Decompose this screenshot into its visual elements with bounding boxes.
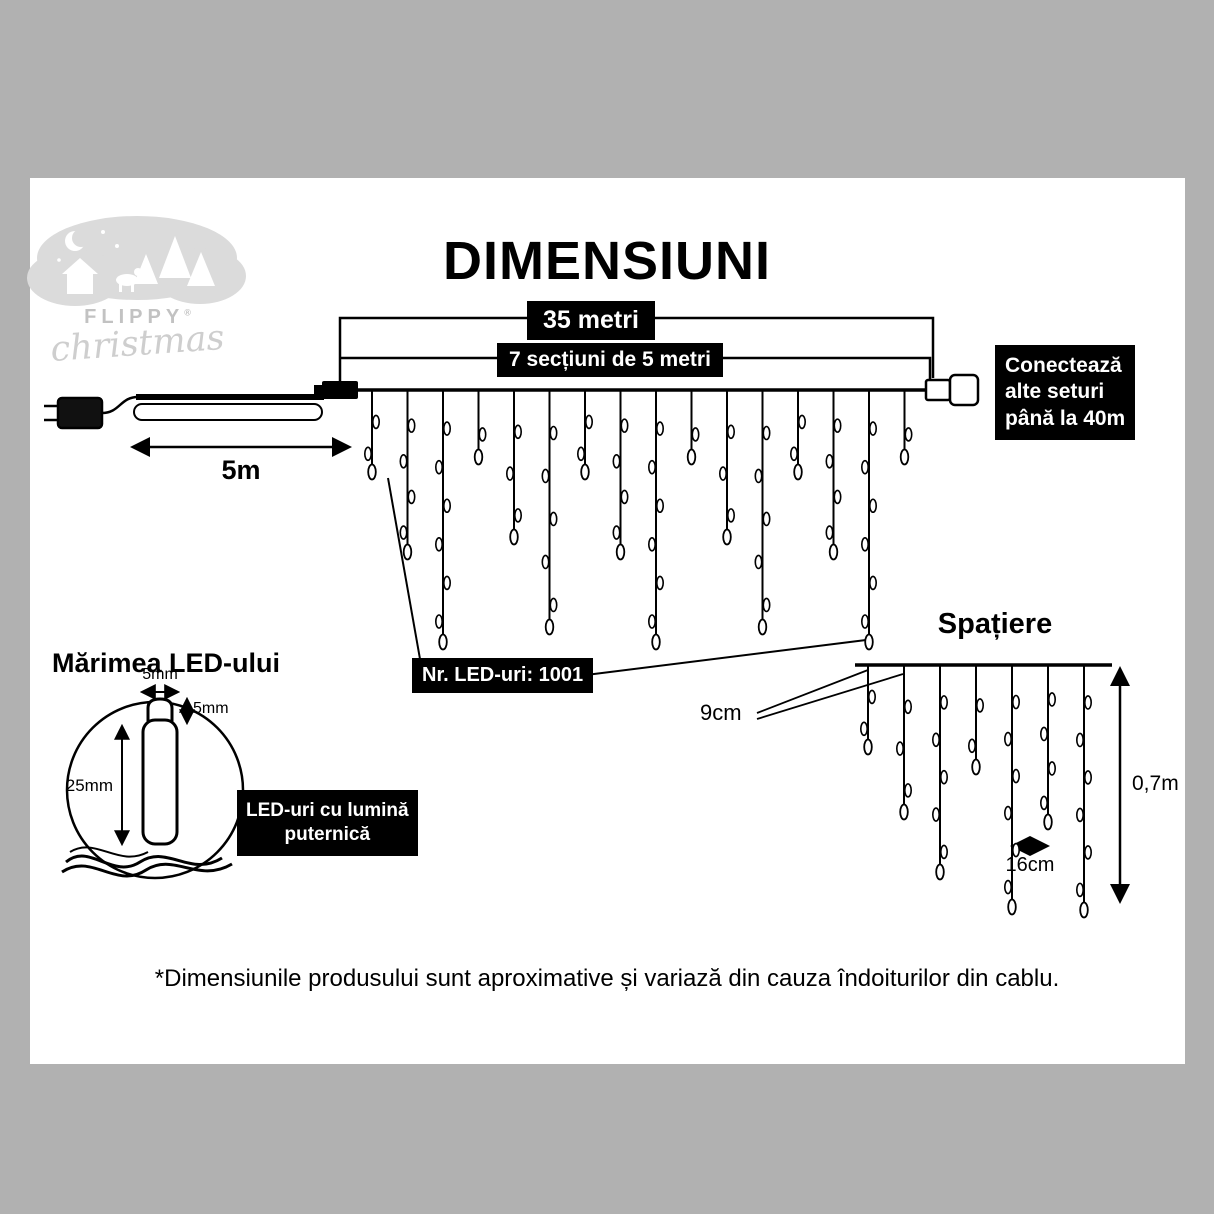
power-adapter [44, 394, 324, 430]
led-brightness-line: puternică [284, 823, 371, 845]
led-size-diagram [61, 684, 245, 880]
icicle-curtains [363, 390, 1093, 919]
connect-note-badge: Conectează alte seturi până la 40m [995, 345, 1136, 440]
led-cap-width-label: 5mm [142, 666, 178, 683]
disclaimer-text: *Dimensiunile produsului sunt aproximati… [154, 965, 1060, 992]
spacing-gap-pointers [756, 669, 904, 720]
led-count-badge: Nr. LED-uri: 1001 [412, 658, 594, 693]
right-connector [924, 373, 980, 407]
led-count-pointers [387, 477, 867, 677]
twisted-wire [61, 846, 233, 878]
logo-winter-scene-icon [27, 216, 246, 306]
led-body-height-label: 25mm [65, 776, 113, 795]
led-measure-arrows [114, 684, 195, 847]
led-gap-label: 16cm [1005, 854, 1055, 876]
spacing-icicle-curtain [859, 665, 1093, 919]
lead-length-label: 5m [221, 455, 261, 485]
brand-logo: FLIPPY® christmas [25, 208, 250, 378]
led-size-section-title: Mărimea LED-ului [52, 648, 281, 678]
spacing-section-title: Spațiere [937, 608, 1053, 640]
main-icicle-curtain [363, 390, 913, 651]
connect-note-line: Conectează [1005, 354, 1122, 377]
sections-badge: 7 secțiuni de 5 metri [497, 343, 723, 378]
led-brightness-line: LED-uri cu lumină [246, 800, 409, 821]
page-title: DIMENSIUNI [442, 231, 771, 291]
drop-gap-label: 9cm [700, 700, 742, 725]
led-cap-height-label: 5mm [193, 700, 229, 717]
left-connector [314, 381, 358, 399]
drop-height-label: 0,7m [1132, 772, 1179, 795]
led-brightness-badge: LED-uri cu lumină puternică [237, 790, 418, 856]
total-length-badge: 35 metri [527, 301, 655, 341]
connect-note-line: până la 40m [1005, 406, 1126, 430]
connect-note-line: alte seturi [1005, 380, 1105, 404]
led-body [141, 718, 179, 846]
logo-brand-text: FLIPPY® [84, 306, 191, 328]
